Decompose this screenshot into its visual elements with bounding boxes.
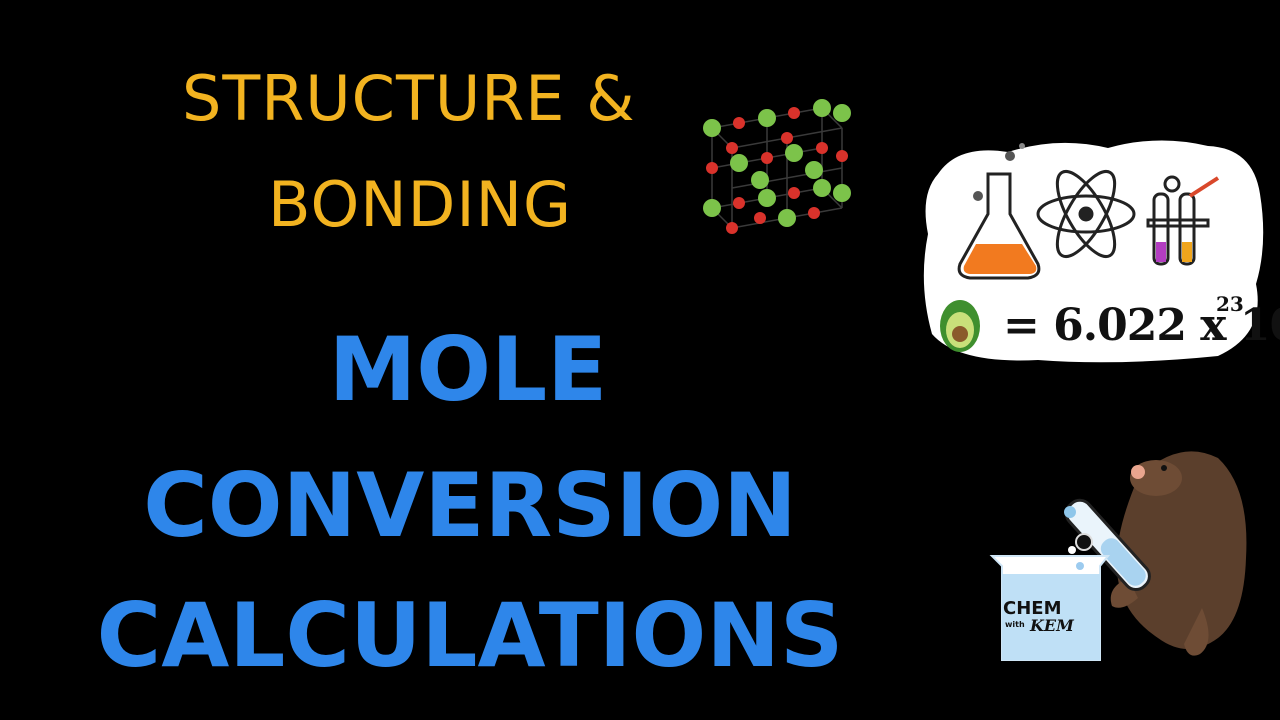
logo-with: with — [1005, 620, 1025, 629]
title-line-1: MOLE — [328, 318, 608, 421]
avogadro-number: = 6.022 x 10 — [1003, 300, 1280, 351]
logo-kem: KEM — [1030, 616, 1074, 635]
avogadro-exponent: 23 — [1216, 292, 1244, 316]
mole-mascot-icon — [989, 451, 1247, 661]
title-line-3: CALCULATIONS — [96, 584, 844, 687]
crystal-lattice-icon — [703, 99, 851, 234]
logo-chem: CHEM — [1003, 598, 1062, 619]
subtitle-line-1: STRUCTURE & — [182, 62, 636, 135]
chemistry-sticker-icon — [923, 140, 1264, 363]
subtitle-line-2: BONDING — [268, 168, 573, 241]
title-line-2: CONVERSION — [143, 454, 797, 557]
